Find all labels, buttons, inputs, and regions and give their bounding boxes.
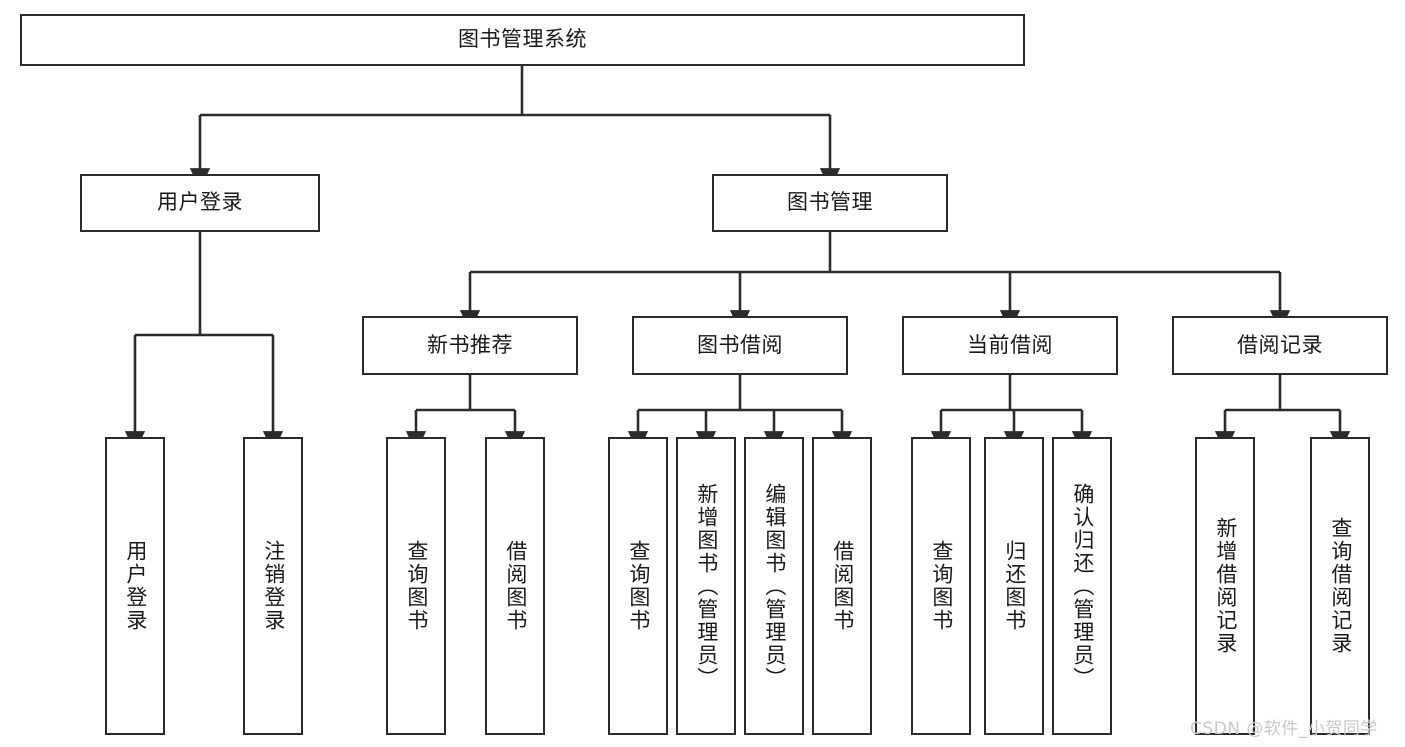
node-label: 借阅图书 — [503, 540, 528, 632]
root-node-node-0-图书管理系统[interactable]: 图书管理系统 — [20, 14, 1025, 66]
leaf-node-node-9-归还图书[interactable]: 归还图书 — [984, 437, 1044, 735]
leaf-node-node-3-借阅图书[interactable]: 借阅图书 — [485, 437, 545, 735]
leaf-node-node-11-新增借阅记录[interactable]: 新增借阅记录 — [1195, 437, 1255, 735]
node-label: 查询借阅记录 — [1328, 517, 1353, 655]
leaf-node-node-0-用户登录[interactable]: 用户登录 — [105, 437, 165, 735]
node-label: 编辑图书（管理员） — [762, 482, 787, 690]
node-label: 新增图书（管理员） — [694, 482, 719, 690]
csdn-watermark: CSDN @软件_小贺同学 — [1190, 719, 1378, 739]
node-label: 用户登录 — [123, 540, 148, 632]
leaf-node-node-7-借阅图书[interactable]: 借阅图书 — [812, 437, 872, 735]
leaf-node-node-10-确认归还管理员[interactable]: 确认归还（管理员） — [1052, 437, 1112, 735]
leaf-node-node-5-新增图书管理员[interactable]: 新增图书（管理员） — [676, 437, 736, 735]
level3-node-node-3-借阅记录[interactable]: 借阅记录 — [1172, 316, 1388, 375]
node-label: 注销登录 — [261, 540, 286, 632]
node-label: 借阅图书 — [830, 540, 855, 632]
node-label: 图书借阅 — [697, 332, 783, 357]
level3-node-node-0-新书推荐[interactable]: 新书推荐 — [362, 316, 578, 375]
node-label: 借阅记录 — [1237, 332, 1323, 357]
node-label: 查询图书 — [404, 540, 429, 632]
level3-node-node-2-当前借阅[interactable]: 当前借阅 — [902, 316, 1118, 375]
node-label: 归还图书 — [1002, 540, 1027, 632]
level2-node-node-0-用户登录[interactable]: 用户登录 — [80, 174, 320, 232]
leaf-node-node-8-查询图书[interactable]: 查询图书 — [911, 437, 971, 735]
node-label: 查询图书 — [929, 540, 954, 632]
node-label: 查询图书 — [626, 540, 651, 632]
node-label: 图书管理系统 — [458, 27, 587, 52]
level2-node-node-1-图书管理[interactable]: 图书管理 — [712, 174, 948, 232]
node-label: 当前借阅 — [967, 332, 1053, 357]
leaf-node-node-6-编辑图书管理员[interactable]: 编辑图书（管理员） — [744, 437, 804, 735]
leaf-node-node-12-查询借阅记录[interactable]: 查询借阅记录 — [1310, 437, 1370, 735]
node-label: 新增借阅记录 — [1213, 517, 1238, 655]
node-label: 确认归还（管理员） — [1070, 482, 1095, 690]
leaf-node-node-4-查询图书[interactable]: 查询图书 — [608, 437, 668, 735]
leaf-node-node-2-查询图书[interactable]: 查询图书 — [386, 437, 446, 735]
node-label: 新书推荐 — [427, 332, 513, 357]
leaf-node-node-1-注销登录[interactable]: 注销登录 — [243, 437, 303, 735]
level3-node-node-1-图书借阅[interactable]: 图书借阅 — [632, 316, 848, 375]
node-label: 图书管理 — [787, 190, 873, 215]
node-label: 用户登录 — [157, 190, 243, 215]
